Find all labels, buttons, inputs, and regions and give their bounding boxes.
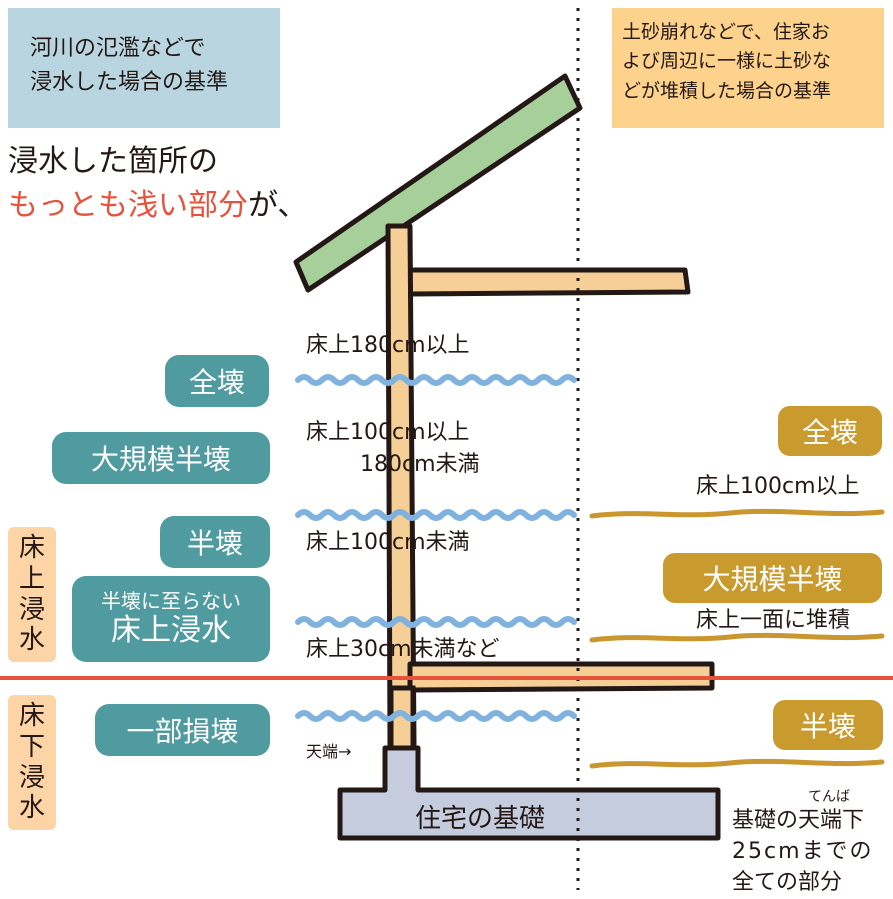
yukashita-char-2: 下 <box>18 731 45 762</box>
badge-hankai: 半壊 <box>160 516 270 568</box>
right-base-line3: 全ての部分 <box>732 869 843 895</box>
sediment-line-100 <box>589 508 885 519</box>
badge-daikibo-hankai: 大規模半壊 <box>52 432 270 484</box>
label-yukashita-shinsui: 床 下 浸 水 <box>8 695 56 830</box>
badge-ichibu-sonkai: 一部損壊 <box>95 704 270 756</box>
badge-hankai-ni-line2: 床上浸水 <box>111 613 231 648</box>
intro-text: 浸水した箇所の もっとも浅い部分が、 <box>8 140 307 227</box>
wave-line-100 <box>295 509 577 521</box>
wave-line-180 <box>295 374 577 386</box>
yukashita-char-4: 水 <box>18 793 45 824</box>
intro-line1: 浸水した箇所の <box>8 144 218 179</box>
sediment-line-base <box>589 758 885 769</box>
level-180-below: 180cm未満 <box>360 452 480 477</box>
right-base-line1: 基礎の天端下 <box>732 808 865 833</box>
right-base-label: 基礎の天端下 25cmまでの 全ての部分 <box>732 806 874 898</box>
landslide-header-line1: 土砂崩れなどで、住家お <box>622 21 830 43</box>
intro-suffix: が、 <box>248 187 308 223</box>
right-level-ichimen: 床上一面に堆積 <box>696 608 851 633</box>
landslide-criteria-header: 土砂崩れなどで、住家お よび周辺に一様に土砂な どが堆積した場合の基準 <box>612 8 884 128</box>
right-badge-hankai: 半壊 <box>773 700 883 750</box>
landslide-header-line3: どが堆積した場合の基準 <box>622 79 832 102</box>
yukaue-char-4: 水 <box>18 625 45 656</box>
badge-hankai-ni-line1: 半壊に至らない <box>101 589 241 613</box>
level-30-below: 床上30cm未満など <box>306 637 500 662</box>
intro-highlight: もっとも浅い部分 <box>8 187 248 223</box>
level-100-below: 床上100cm未満 <box>306 530 470 555</box>
sediment-line-floor <box>589 632 885 643</box>
right-badge-zenkai: 全壊 <box>778 406 882 456</box>
foundation <box>337 745 721 841</box>
yukashita-char-3: 浸 <box>18 762 45 793</box>
flood-header-line2: 浸水した場合の基準 <box>30 70 229 95</box>
tenba-label: 天端→ <box>306 742 352 761</box>
right-level-100-above: 床上100cm以上 <box>696 474 860 499</box>
badge-hankai-ni-itaranai: 半壊に至らない 床上浸水 <box>72 576 270 662</box>
yukaue-char-2: 上 <box>18 563 45 594</box>
badge-zenkai: 全壊 <box>165 355 269 407</box>
right-base-line2: 25cmまでの <box>732 838 874 864</box>
level-100-above: 床上100cm以上 <box>306 420 470 445</box>
upper-floor-beam <box>407 267 691 297</box>
yukaue-char-1: 床 <box>18 533 45 564</box>
yukaue-char-3: 浸 <box>18 594 45 625</box>
flood-header-line1: 河川の氾濫などで <box>30 36 206 61</box>
label-yukaue-shinsui: 床 上 浸 水 <box>8 527 56 662</box>
wave-line-below <box>295 710 577 722</box>
level-180-above: 床上180cm以上 <box>306 333 470 358</box>
flood-criteria-header: 河川の氾濫などで 浸水した場合の基準 <box>8 8 280 128</box>
foundation-label: 住宅の基礎 <box>415 804 546 834</box>
yukashita-char-1: 床 <box>18 701 45 732</box>
landslide-header-line2: よび周辺に一様に土砂な <box>622 50 832 73</box>
ruby-tenba: てんば <box>808 789 850 805</box>
wave-line-30 <box>295 616 577 628</box>
right-badge-daikibo-hankai: 大規模半壊 <box>663 553 882 603</box>
roof <box>293 73 583 293</box>
